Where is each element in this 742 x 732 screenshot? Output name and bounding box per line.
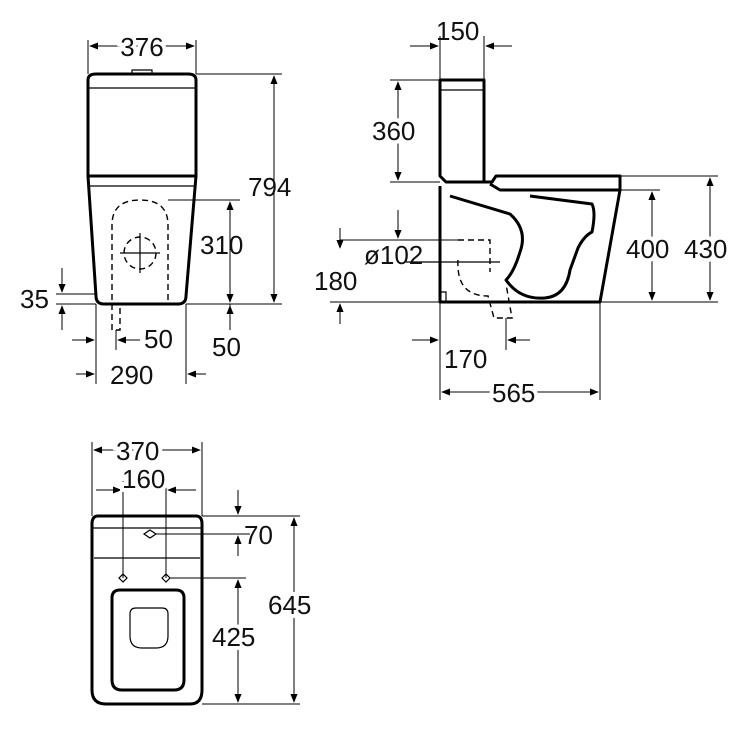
front-bowl-outline [86, 174, 198, 306]
side-bowl-inner [449, 194, 596, 300]
dim-50-left-label: 50 [144, 324, 173, 354]
dim-102-label: ø102 [364, 240, 423, 270]
side-seat [446, 174, 622, 192]
dim-310-label: 310 [200, 230, 243, 260]
dim-290-label: 290 [110, 360, 153, 390]
dim-70-label: 70 [244, 520, 273, 550]
front-hidden-trap [111, 199, 169, 300]
dim-180-label: 180 [314, 266, 357, 296]
dim-565-label: 565 [492, 378, 535, 408]
top-outline [90, 514, 204, 706]
side-tank-outline [438, 78, 486, 184]
side-foot [440, 291, 447, 302]
top-view: 370 160 70 645 425 [90, 432, 315, 706]
front-tank-outline [86, 72, 198, 178]
side-bowl-outline [438, 186, 622, 304]
dim-376-label: 376 [120, 32, 163, 62]
dim-170-label: 170 [444, 344, 487, 374]
front-view: 376 794 310 35 50 50 290 [20, 28, 291, 390]
dim-794-label: 794 [248, 172, 291, 202]
front-foot-detail [111, 304, 121, 331]
top-fixing-top [142, 529, 158, 539]
dim-360-label: 360 [372, 116, 415, 146]
dim-400-label: 400 [626, 234, 669, 264]
flush-button [131, 69, 153, 74]
dim-150-label: 150 [436, 16, 479, 46]
top-seat-inner [129, 607, 169, 649]
dim-160-label: 160 [122, 464, 165, 494]
front-outlet-cross [120, 233, 160, 273]
top-fixing-left [118, 573, 128, 583]
dim-425-label: 425 [212, 622, 255, 652]
top-seat-outer [110, 588, 186, 692]
side-view: 150 360 ø102 180 400 430 170 565 [314, 16, 731, 412]
dim-370-label: 370 [116, 436, 159, 466]
dim-645-label: 645 [268, 590, 311, 620]
side-hidden-outlet [457, 239, 513, 319]
dim-50-right-label: 50 [212, 332, 241, 362]
dim-430-label: 430 [684, 234, 727, 264]
dim-35-label: 35 [20, 284, 49, 314]
